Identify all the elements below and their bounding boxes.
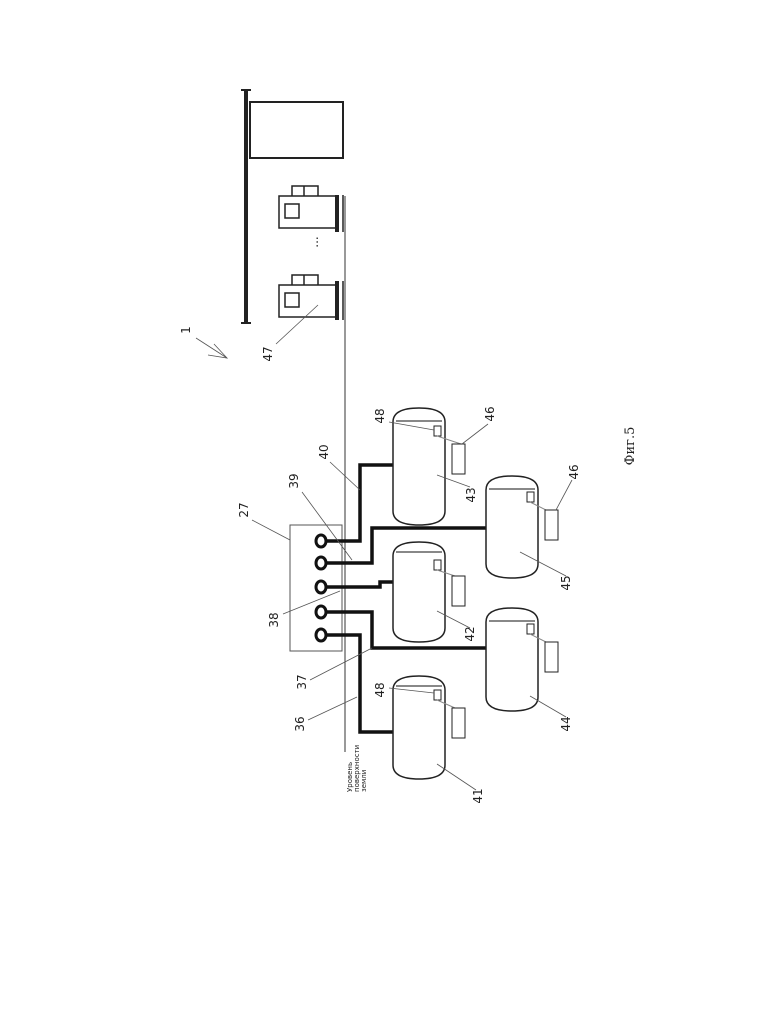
fitting-ring	[316, 557, 326, 569]
pipe-to-tank-44	[326, 612, 486, 648]
label-36: 36	[293, 716, 307, 731]
label-48-upper: 48	[373, 408, 387, 423]
label-39: 39	[287, 473, 301, 488]
label-1: 1	[179, 326, 193, 334]
leader-lines	[196, 305, 572, 790]
fitting-ring	[316, 581, 326, 593]
label-47: 47	[261, 346, 275, 361]
canopy	[241, 90, 343, 323]
label-48-lower: 48	[373, 682, 387, 697]
dispenser-ellipsis: ...	[307, 236, 321, 247]
pipe-fittings	[316, 535, 326, 641]
fitting-ring	[316, 535, 326, 547]
fitting-ring	[316, 629, 326, 641]
pipe-to-tank-42	[326, 582, 393, 587]
label-27: 27	[237, 502, 251, 517]
label-44: 44	[559, 716, 573, 731]
ground-level-label: Уровень поверхности земли	[346, 743, 368, 792]
fuel-dispenser-bottom	[279, 275, 343, 320]
tank-42	[393, 542, 465, 642]
label-46-upper: 46	[483, 406, 497, 421]
label-46-lower: 46	[567, 464, 581, 479]
tank-44	[486, 608, 558, 711]
label-43: 43	[464, 487, 478, 502]
label-41: 41	[471, 788, 485, 803]
label-42: 42	[463, 626, 477, 641]
label-37: 37	[295, 674, 309, 689]
tank-43	[393, 408, 465, 525]
tank-41	[393, 676, 465, 779]
fuel-dispenser-top	[279, 186, 343, 232]
label-45: 45	[559, 575, 573, 590]
fitting-ring	[316, 606, 326, 618]
pipelines	[326, 465, 486, 732]
figure-caption: Фиг.5	[623, 427, 638, 466]
label-38: 38	[267, 612, 281, 627]
tank-45	[486, 476, 558, 578]
label-40: 40	[317, 444, 331, 459]
